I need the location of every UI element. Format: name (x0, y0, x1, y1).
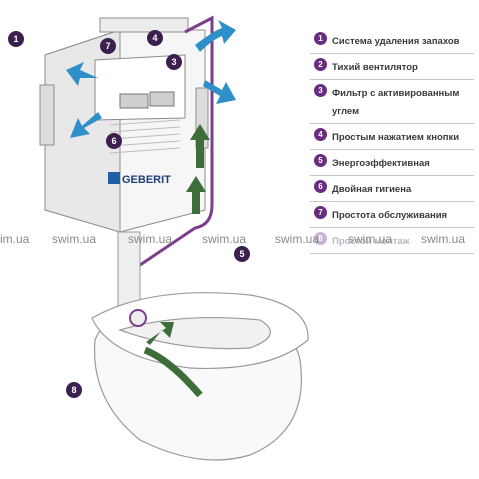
legend-number: 7 (314, 206, 327, 219)
legend-number: 4 (314, 128, 327, 141)
legend-item: 8 Простой монтаж (310, 228, 474, 254)
arrow-left-up-icon (66, 62, 98, 86)
badge-7: 7 (100, 38, 116, 54)
legend-text: Энергоэффективная (332, 158, 430, 169)
legend-item: 3 Фильтр с активированным углем (310, 80, 474, 124)
badge-4: 4 (147, 30, 163, 46)
arrow-up-icon (190, 124, 210, 168)
legend-item: 7 Простота обслуживания (310, 202, 474, 228)
watermark-text: swim.ua (421, 232, 466, 246)
arrow-up-right-green-icon (146, 322, 174, 345)
arrow-left-down-icon (70, 112, 102, 138)
watermark-row: im.ua swim.ua swim.ua swim.ua swim.ua sw… (0, 232, 479, 248)
watermark-text: im.ua (0, 232, 30, 246)
legend-item: 6 Двойная гигиена (310, 176, 474, 202)
arrow-up-icon (186, 176, 206, 214)
legend-text: Двойная гигиена (332, 184, 412, 195)
watermark-text: swim.ua (348, 232, 393, 246)
watermark-text: swim.ua (275, 232, 320, 246)
legend-text: Система удаления запахов (332, 36, 460, 47)
arrow-up-right-icon (195, 20, 236, 52)
arrow-right-down-icon (203, 80, 236, 104)
badge-3: 3 (166, 54, 182, 70)
legend-number: 6 (314, 180, 327, 193)
legend-number: 1 (314, 32, 327, 45)
legend-number: 2 (314, 58, 327, 71)
brand-text: GEBERIT (122, 174, 171, 186)
badge-5: 5 (234, 246, 250, 262)
badge-6: 6 (106, 133, 122, 149)
legend-text: Фильтр с активированным углем (332, 88, 460, 117)
feature-legend: 1 Система удаления запахов 2 Тихий венти… (310, 28, 474, 254)
watermark-text: swim.ua (202, 232, 247, 246)
geberit-logo: GEBERIT (108, 172, 171, 186)
legend-text: Тихий вентилятор (332, 62, 418, 73)
legend-number: 5 (314, 154, 327, 167)
nozzle (129, 309, 147, 327)
legend-item: 5 Энергоэффективная (310, 150, 474, 176)
cistern-frame (39, 17, 209, 233)
legend-text: Простой монтаж (332, 236, 410, 247)
flow-arrows-green (143, 124, 210, 398)
watermark-text: swim.ua (128, 232, 173, 246)
legend-number: 3 (314, 84, 327, 97)
badge-8: 8 (66, 382, 82, 398)
legend-item: 1 Система удаления запахов (310, 28, 474, 54)
legend-text: Простым нажатием кнопки (332, 132, 460, 143)
legend-item: 2 Тихий вентилятор (310, 54, 474, 80)
legend-item: 4 Простым нажатием кнопки (310, 124, 474, 150)
legend-number: 8 (314, 232, 327, 245)
flush-plate (94, 54, 186, 121)
watermark-text: swim.ua (52, 232, 97, 246)
legend-text: Простота обслуживания (332, 210, 448, 221)
toilet-bowl (91, 292, 309, 461)
badge-1: 1 (8, 31, 24, 47)
airflow-arrows (66, 20, 236, 138)
